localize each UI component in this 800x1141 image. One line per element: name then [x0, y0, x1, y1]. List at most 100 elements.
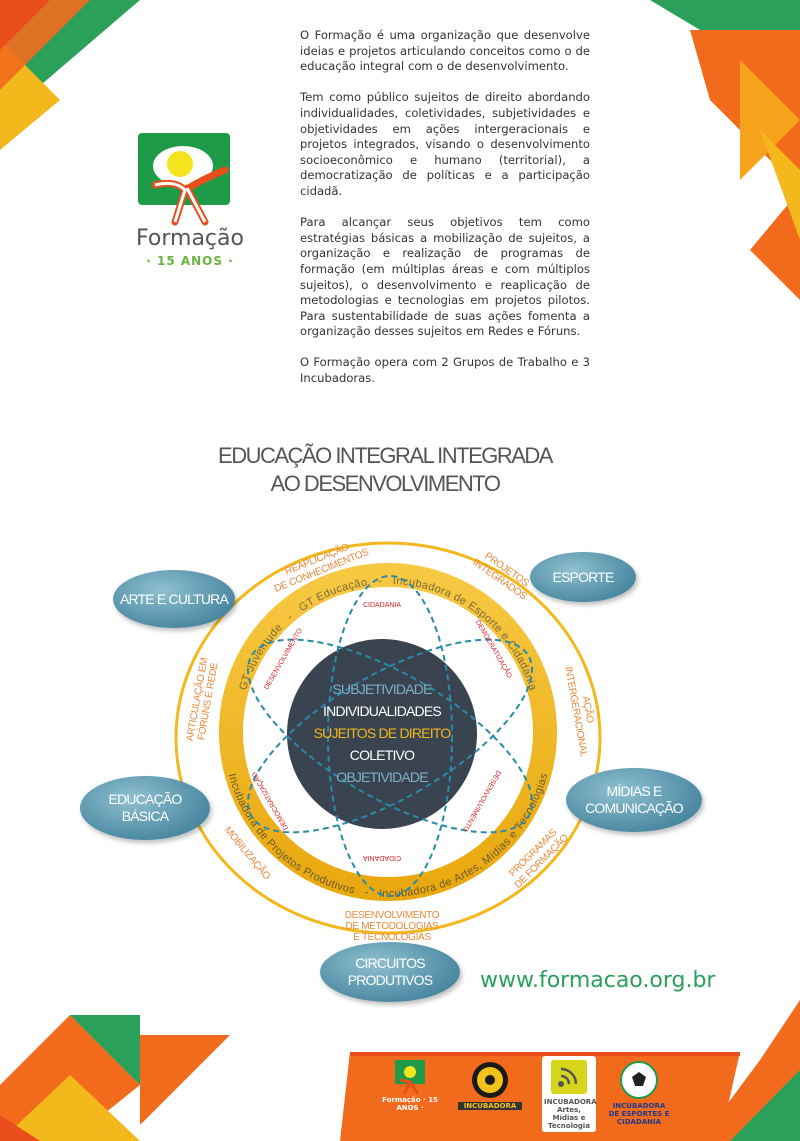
- ring-label-char: -: [378, 575, 383, 587]
- ring-label-char: s: [470, 861, 482, 874]
- ring-label-char: v: [336, 880, 345, 893]
- ring-label-char: j: [276, 849, 286, 860]
- strategy-desenvolvimento: DESENVOLVIMENTO: [345, 910, 440, 921]
- outer-ring: [174, 541, 602, 935]
- core-objetividade: OBJETIVIDADE: [336, 769, 428, 785]
- ring-label-char: c: [335, 582, 345, 595]
- corner-decoration-bottom-left: [0, 1015, 230, 1141]
- intro-paragraph: Tem como público sujeitos de direito abo…: [300, 90, 590, 198]
- ring-label-char: l: [529, 797, 541, 804]
- ring-label-char: i: [534, 783, 546, 789]
- ring-label-char: d: [437, 878, 447, 891]
- ring-label-char: i: [333, 879, 339, 891]
- ring-label-char: n: [257, 640, 270, 652]
- core-individualidades: INDIVIDUALIDADES: [323, 703, 441, 719]
- logo-word: Formação: [136, 226, 244, 251]
- formacao-logo-mark: [138, 133, 230, 226]
- ring-label-char: d: [317, 873, 327, 886]
- ring-label-char: a: [340, 580, 350, 593]
- ring-label-char: ã: [353, 577, 362, 590]
- ring-label-char: n: [382, 888, 388, 900]
- ring-label-char: -: [364, 886, 370, 898]
- ring-label-char: t: [489, 620, 500, 631]
- area-label: COMUNICAÇÃO: [585, 800, 684, 816]
- ring-label-char: r: [269, 842, 280, 853]
- formacao-logo: Formação · 15 ANOS ·: [125, 130, 255, 275]
- incubadora-logo-mark: [472, 1062, 508, 1098]
- ring-label-char: d: [239, 803, 252, 814]
- ring-label-char: o: [360, 577, 368, 590]
- petal-ellipse: [247, 638, 533, 834]
- area-educacao-basica: EDUCAÇÃO BÁSICA: [80, 776, 210, 840]
- area-label: EDUCAÇÃO: [108, 791, 183, 807]
- ring-label-char: t: [462, 868, 470, 880]
- ring-label-char: u: [323, 876, 333, 889]
- ring-label-char: d: [413, 885, 421, 898]
- ring-label-char: c: [520, 810, 533, 821]
- intro-paragraph: O Formação é uma organização que desenvo…: [300, 28, 590, 74]
- ring-label-char: a: [236, 798, 250, 810]
- ring-label-char: ç: [347, 579, 356, 592]
- ring-label-char: u: [328, 585, 338, 598]
- ring-label-char: I: [393, 575, 397, 587]
- ring-label-char: v: [250, 652, 263, 663]
- ring-label-char: d: [517, 660, 530, 671]
- strategy-desenvolvimento: DE METODOLOGIAS: [345, 921, 439, 932]
- ring-label-char: a: [443, 587, 454, 601]
- area-label: PRODUTIVOS: [347, 972, 433, 988]
- website-link[interactable]: www.formacao.org.br: [480, 968, 716, 993]
- ring-label-char: G: [237, 680, 251, 692]
- soccer-ball-icon: [620, 1061, 658, 1099]
- ring-label-char: d: [322, 587, 332, 600]
- ring-label-char: E: [314, 590, 326, 604]
- ring-label-char: -: [285, 611, 296, 623]
- formacao-logo-mark: [395, 1060, 425, 1095]
- ring-label-char: o: [341, 882, 350, 895]
- ring-label-char: a: [535, 777, 549, 787]
- rss-icon: [551, 1060, 587, 1094]
- petal-ellipse: [247, 638, 533, 834]
- footer-logo-incubadora: INCUBADORA: [458, 1060, 522, 1110]
- ring-label-char: a: [514, 654, 528, 666]
- ring-label-char: r: [459, 869, 468, 881]
- ring-label-char: r: [245, 814, 257, 824]
- ring-label-char: s: [348, 883, 357, 896]
- ring-label-char: J: [244, 664, 257, 674]
- intro-text: O Formação é uma organização que desenvo…: [300, 28, 590, 402]
- ring-label-char: r: [425, 883, 432, 896]
- area-circuitos-produtivos: CIRCUITOS PRODUTIVOS: [320, 942, 460, 1002]
- ring-label-char: i: [495, 844, 505, 854]
- ring-label-char: b: [233, 792, 246, 802]
- footer-logo-formacao: Formação · 15 ANOS ·: [380, 1060, 440, 1112]
- ring-label-char: u: [408, 577, 416, 590]
- ring-label-char: ,: [475, 860, 484, 872]
- diagram-title: EDUCAÇÃO INTEGRAL INTEGRADA AO DESENVOLV…: [150, 442, 620, 498]
- area-midias-comunicacao: MÍDIAS E COMUNICAÇÃO: [566, 768, 702, 832]
- intro-paragraph: O Formação opera com 2 Grupos de Trabalh…: [300, 355, 590, 386]
- ring-label-char: n: [522, 673, 535, 683]
- ring-label-char: r: [308, 869, 317, 881]
- ring-label-char: n: [396, 575, 403, 587]
- ring-label-char: o: [530, 792, 543, 802]
- ring-label-char: o: [419, 884, 428, 897]
- ring-label-char: e: [443, 876, 453, 889]
- ring-label-char: u: [247, 658, 260, 669]
- ring-label-char: o: [242, 809, 255, 820]
- corner-decoration-top-left: [0, 0, 140, 150]
- ring-label-char: d: [427, 581, 436, 594]
- logo-subtitle: · 15 ANOS ·: [146, 254, 234, 268]
- ring-label-char: I: [226, 772, 238, 778]
- petal-label: DESENVOLVIMENTO: [461, 769, 502, 833]
- ring-label-char: s: [537, 772, 550, 781]
- petal-label: CIDADANIA: [363, 854, 401, 861]
- ring-label-char: o: [287, 857, 299, 870]
- ring-label-char: e: [457, 594, 468, 607]
- area-esporte: ESPORTE: [530, 552, 636, 602]
- footer-logo-incubadora-esportes: INCUBADORA DE ESPORTES E CIDADANIA: [608, 1060, 670, 1126]
- ring-label-char: a: [520, 667, 534, 678]
- core-sujeitos: SUJEITOS DE DIREITO: [314, 725, 452, 741]
- petal-label: CIDADANIA: [363, 602, 401, 609]
